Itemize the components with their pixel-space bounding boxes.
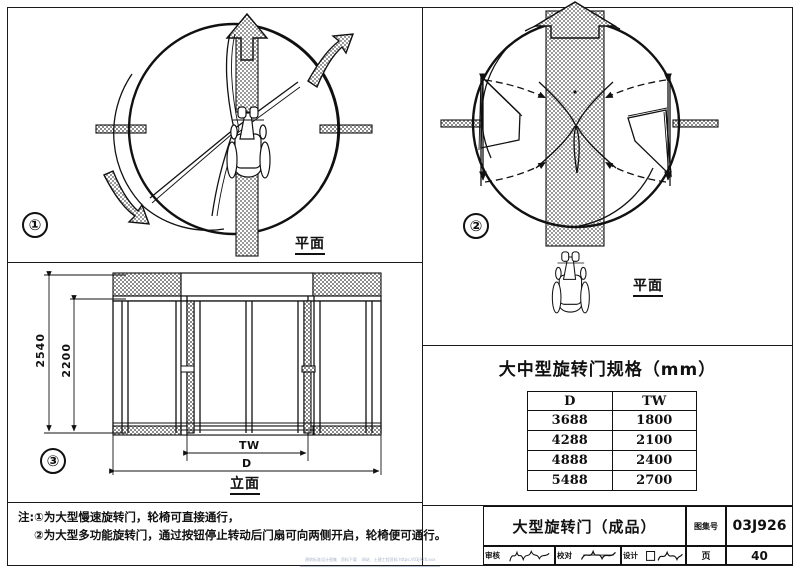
drawing-name: 大型旋转门（成品） xyxy=(483,506,686,546)
table-row: 4888 2400 xyxy=(527,450,697,471)
pivot-point xyxy=(573,90,577,94)
dim-vertical-2540 xyxy=(44,271,126,434)
rotation-arrow-lower-left xyxy=(103,170,151,225)
leaf-blade-upper-edge xyxy=(231,33,240,130)
push-bar-left xyxy=(180,365,195,373)
leaf-blade-ll-edge xyxy=(151,133,233,204)
wall-stub-left xyxy=(95,124,147,134)
view-label-plan-1: 平面 xyxy=(295,236,325,256)
rails xyxy=(113,422,381,431)
watermark-underline xyxy=(300,566,440,567)
spec-header-d: D xyxy=(527,391,613,411)
signature-review-value xyxy=(505,547,554,564)
spec-cell-d: 4888 xyxy=(527,450,613,471)
signature-check: 校对 xyxy=(555,546,621,565)
dim-label-tw: TW xyxy=(239,439,260,452)
lintel-strip xyxy=(112,295,382,302)
panel-plan-multifunction-door: ② 平面 xyxy=(423,1,793,345)
panel-marker-2: ② xyxy=(463,213,489,239)
sheet-border xyxy=(7,7,793,566)
drum-inner-arc-left-2 xyxy=(481,47,508,159)
entry-direction-arrow xyxy=(225,12,269,61)
signature-review-label: 审核 xyxy=(485,551,500,560)
spec-table-header-row: D TW xyxy=(527,391,697,411)
spec-cell-d: 3688 xyxy=(527,410,613,431)
table-row: 4288 2100 xyxy=(527,430,697,451)
signature-scribble-1 xyxy=(509,550,550,562)
entry-direction-arrow-2 xyxy=(532,1,618,39)
signature-design-label: 设计 xyxy=(623,551,638,560)
leaf-curve-a xyxy=(538,81,580,174)
spec-table-title: 大中型旋转门规格（mm） xyxy=(498,360,717,380)
dim-label-2200: 2200 xyxy=(60,343,73,378)
swing-range-right xyxy=(604,73,672,186)
spec-cell-tw: 2700 xyxy=(611,470,697,491)
spec-cell-tw: 1800 xyxy=(611,410,697,431)
jamb-bottom xyxy=(235,173,259,257)
spec-table: D TW 3688 1800 4288 2100 4888 2400 5488 … xyxy=(527,391,697,491)
spec-cell-tw: 2100 xyxy=(611,430,697,451)
wall-stub-right-2 xyxy=(672,119,719,128)
panel3-drawing xyxy=(44,271,382,475)
table-row: 3688 1800 xyxy=(527,410,697,431)
dim-label-d: D xyxy=(242,457,252,470)
wheelchair-icon-2 xyxy=(551,251,590,314)
divider-right-titleblock xyxy=(422,505,793,507)
watermark-text: 建筑标准设计图集 资料下载 网站 土建工程资料 https://03j926.x… xyxy=(305,557,436,562)
signature-design: 设计 xyxy=(621,546,686,565)
signature-design-value xyxy=(643,547,685,564)
wheelchair-icon xyxy=(226,106,271,179)
panel-marker-1: ① xyxy=(22,212,48,238)
signature-review: 审核 xyxy=(483,546,555,565)
view-label-elevation: 立面 xyxy=(230,476,260,496)
divider-left-upper xyxy=(8,262,422,264)
note-line-2: ②为大型多功能旋转门，通过按钮停止转动后门扇可向两侧开启，轮椅便可通行。 xyxy=(34,527,447,542)
divider-left-notes xyxy=(8,502,422,504)
leaf-blade-lower xyxy=(211,128,235,217)
rotation-arrow-upper-right xyxy=(307,33,355,89)
page-label: 页 xyxy=(686,546,726,565)
leaf-blade-upper xyxy=(225,33,235,130)
panel-elevation-revolving-door: 2540 2200 TW D ③ 立面 xyxy=(8,263,422,502)
swing-range-left xyxy=(479,73,547,186)
header-band-left xyxy=(112,272,182,297)
spec-header-tw: TW xyxy=(611,391,697,411)
dim-label-2540: 2540 xyxy=(34,333,47,368)
signature-scribble-2 xyxy=(580,549,616,561)
atlas-number-value: 03J926 xyxy=(726,506,793,546)
wall-stub-right xyxy=(319,124,373,134)
signature-check-value xyxy=(577,547,620,564)
door-leaf-open-right xyxy=(627,107,672,179)
header-band-right xyxy=(312,272,382,297)
title-block: 大型旋转门（成品） 图集号 03J926 页 40 审核 校对 设计 xyxy=(483,506,793,565)
notes-block: 注:①为大型慢速旋转门，轮椅可直接通行， ②为大型多功能旋转门，通过按钮停止转动… xyxy=(18,509,447,545)
signature-check-label: 校对 xyxy=(557,551,572,560)
drum-inner-arc-right-2 xyxy=(572,167,654,228)
push-bar-right xyxy=(301,365,316,373)
spec-cell-tw: 2400 xyxy=(611,450,697,471)
note-line-1: 注:①为大型慢速旋转门，轮椅可直接通行， xyxy=(18,510,240,524)
divider-vertical-main xyxy=(422,8,424,565)
elevation-body xyxy=(112,300,382,434)
drum-inner-arc-left xyxy=(113,73,145,208)
table-row: 5488 2700 xyxy=(527,470,697,491)
page-number: 40 xyxy=(726,546,793,565)
view-label-plan-2: 平面 xyxy=(633,278,663,298)
atlas-number-label: 图集号 xyxy=(686,506,726,546)
spec-cell-d: 4288 xyxy=(527,430,613,451)
header-band-center xyxy=(180,272,314,297)
panel-plan-slow-revolving-door: ① 平面 xyxy=(8,8,422,262)
panel1-drawing xyxy=(95,12,373,257)
signature-scribble-3 xyxy=(646,550,683,562)
panel-marker-3: ③ xyxy=(40,448,66,474)
drum-inner-arc-bottom xyxy=(143,206,225,231)
base-sill-center xyxy=(180,425,314,436)
divider-right-spec xyxy=(422,345,793,347)
leaf-blade-lower-left xyxy=(149,128,235,199)
panel2-drawing xyxy=(440,1,719,314)
leaf-curve-b xyxy=(573,81,614,174)
wall-stub-left-2 xyxy=(440,119,482,128)
dim-vertical-2200 xyxy=(70,295,126,432)
spec-cell-d: 5488 xyxy=(527,470,613,491)
